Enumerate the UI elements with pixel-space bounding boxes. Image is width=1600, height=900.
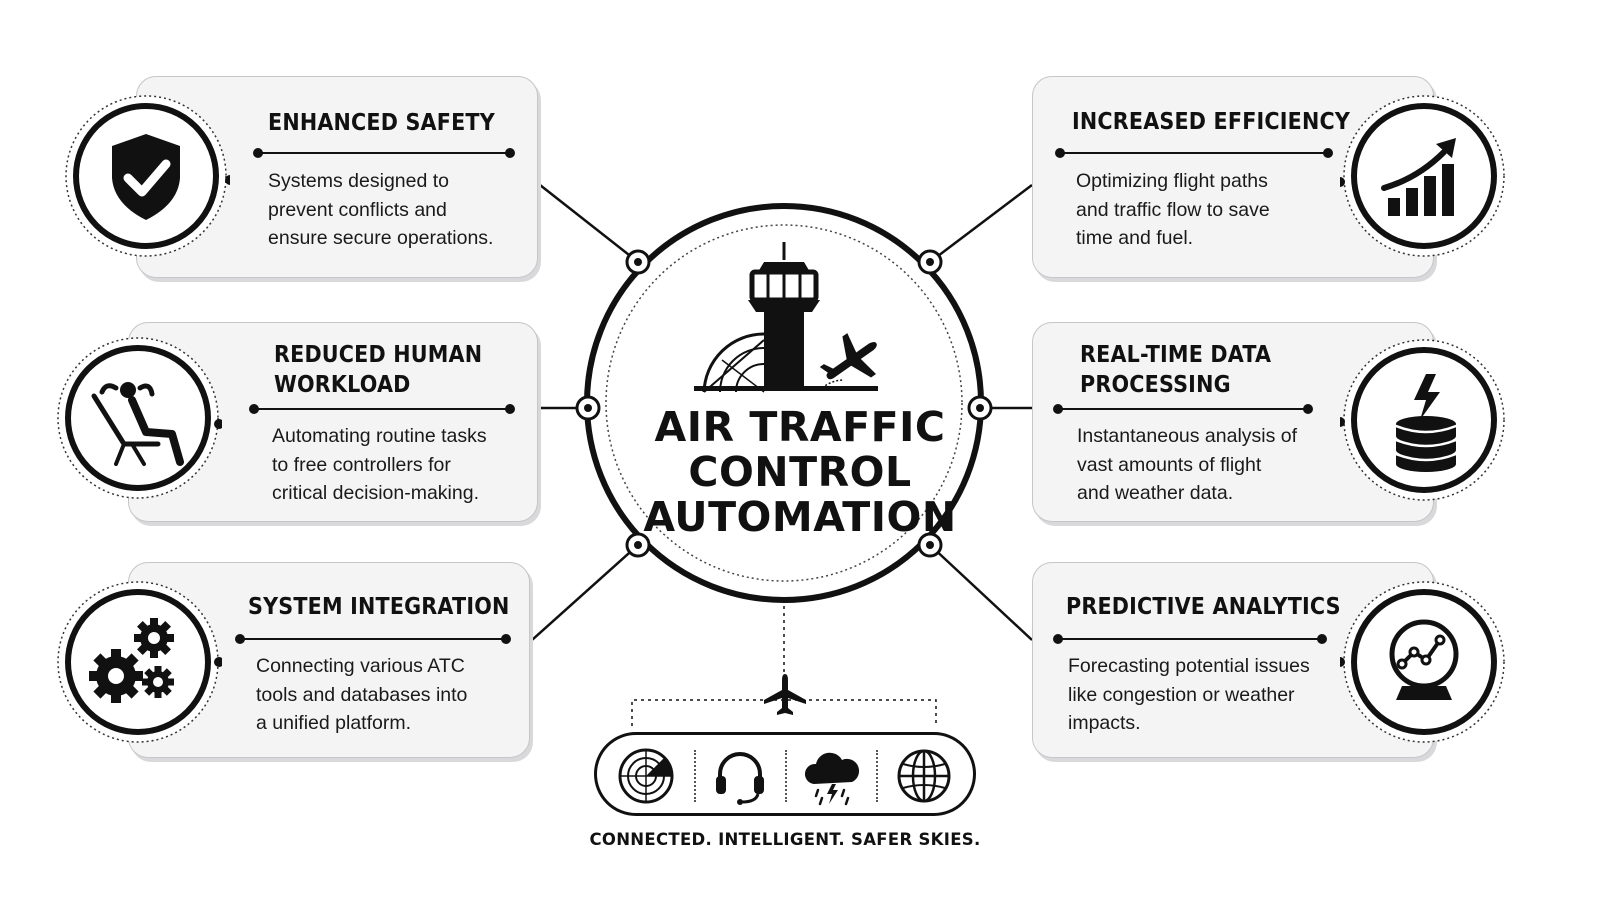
card-desc-increased-efficiency: Optimizing flight paths and traffic flow…	[1076, 170, 1270, 249]
card-rule-system-integration	[235, 634, 511, 644]
card-rule-enhanced-safety	[253, 148, 515, 158]
card-title-real-time-data: REAL-TIME DATA PROCESSING	[1080, 342, 1272, 398]
relaxing-person-icon	[57, 337, 222, 499]
growth-chart-icon	[1340, 95, 1505, 257]
tools-divider	[785, 750, 787, 802]
card-desc-enhanced-safety: Systems designed to prevent conflicts an…	[268, 170, 494, 249]
airplane-icon	[819, 333, 877, 389]
control-tower-icon	[694, 242, 878, 391]
storm-cloud-icon	[804, 752, 860, 806]
globe-icon	[897, 749, 951, 803]
card-title-increased-efficiency: INCREASED EFFICIENCY	[1072, 109, 1351, 135]
card-title-predictive-analytics: PREDICTIVE ANALYTICS	[1066, 594, 1341, 620]
card-desc-system-integration: Connecting various ATC tools and databas…	[256, 655, 468, 734]
card-title-system-integration: SYSTEM INTEGRATION	[248, 594, 510, 620]
card-desc-predictive-analytics: Forecasting potential issues like conges…	[1068, 655, 1310, 734]
card-title-enhanced-safety: ENHANCED SAFETY	[268, 110, 495, 136]
card-desc-reduced-workload: Automating routine tasks to free control…	[272, 425, 487, 504]
headset-icon	[716, 752, 764, 805]
radar-arc-icon	[702, 332, 765, 393]
gears-icon	[57, 581, 222, 743]
hub-title: AIR TRAFFIC CONTROL AUTOMATION	[643, 403, 957, 541]
card-rule-real-time-data	[1053, 404, 1313, 414]
radar-icon	[618, 748, 674, 804]
card-title-reduced-workload: REDUCED HUMAN WORKLOAD	[274, 342, 483, 398]
card-rule-increased-efficiency	[1055, 148, 1333, 158]
tagline: CONNECTED. INTELLIGENT. SAFER SKIES.	[589, 830, 981, 849]
hub-inner-ring	[605, 224, 963, 582]
tools-divider	[876, 750, 878, 802]
airplane-icon	[764, 674, 806, 715]
card-desc-real-time-data: Instantaneous analysis of vast amounts o…	[1077, 425, 1298, 504]
card-rule-reduced-workload	[249, 404, 515, 414]
card-rule-predictive-analytics	[1053, 634, 1327, 644]
shield-check-icon	[65, 95, 230, 257]
tools-divider	[694, 750, 696, 802]
crystal-ball-icon	[1340, 581, 1505, 743]
database-lightning-icon	[1340, 339, 1505, 501]
